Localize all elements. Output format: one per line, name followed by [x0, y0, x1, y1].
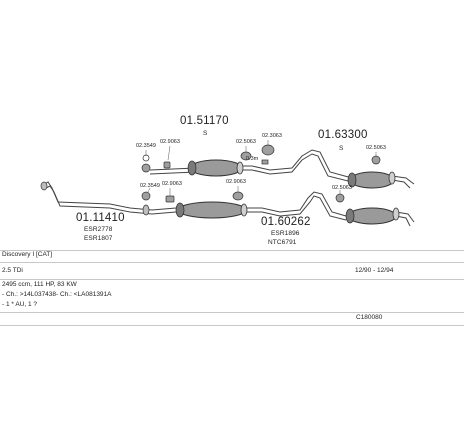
divider — [0, 250, 464, 251]
clamp-code-3[interactable]: 02.5063 — [236, 139, 256, 145]
catalog-code: C180080 — [356, 314, 383, 321]
clamp-code-2[interactable]: 02.9063 — [160, 139, 180, 145]
clamp-code-6[interactable]: 02.3549 — [140, 183, 160, 189]
part-sub-upper-rear: S — [339, 145, 344, 152]
part-ref-lower-rear-1: ESR1896 — [271, 230, 300, 237]
part-number-upper-rear[interactable]: 01.63300 — [318, 129, 368, 141]
clamp-code-9[interactable]: 02.5063 — [332, 185, 352, 191]
clamp-code-8[interactable]: 02.9063 — [226, 179, 246, 185]
vehicle-engine: 2.5 TDi — [2, 267, 23, 274]
vehicle-specs: 2495 ccm, 111 HP, 83 KW — [2, 281, 77, 288]
divider — [0, 279, 464, 280]
vehicle-years: 12/90 - 12/94 — [355, 267, 394, 274]
part-ref-lower-rear-2: NTC6791 — [268, 239, 297, 246]
divider — [0, 262, 464, 263]
divider — [0, 325, 464, 326]
clamps — [141, 144, 381, 203]
vehicle-model: Discovery I [CAT] — [2, 251, 53, 258]
vehicle-extra: - 1 * AU, 1 ? — [2, 301, 38, 308]
part-ref-front-pipe-1: ESR2778 — [84, 226, 113, 233]
part-number-lower-rear[interactable]: 01.60262 — [261, 216, 311, 228]
part-number-upper-middle[interactable]: 01.51170 — [180, 115, 229, 127]
upper-rear-muffler — [347, 171, 396, 189]
lower-middle-muffler — [175, 201, 248, 219]
clamp-code-5[interactable]: 02.5063 — [366, 145, 386, 151]
part-sub-upper-middle: S — [203, 130, 208, 137]
divider — [0, 312, 464, 313]
part-number-front-pipe[interactable]: 01.11410 — [76, 212, 125, 224]
clamp-code-10[interactable]: 0.3m — [246, 156, 259, 162]
clamp-code-1[interactable]: 02.3549 — [136, 143, 156, 149]
leader-lines — [145, 140, 377, 196]
upper-exhaust-line — [149, 149, 415, 189]
front-pipe-flange — [40, 181, 150, 216]
part-ref-front-pipe-2: ESR1807 — [84, 235, 113, 242]
clamp-code-4[interactable]: 02.3063 — [262, 133, 282, 139]
upper-middle-muffler — [187, 159, 244, 177]
clamp-code-7[interactable]: 02.9063 — [162, 181, 182, 187]
lower-rear-muffler — [345, 207, 400, 225]
vehicle-chassis: - Ch.: >14L037438- Ch.: <LA081391A — [2, 291, 112, 298]
